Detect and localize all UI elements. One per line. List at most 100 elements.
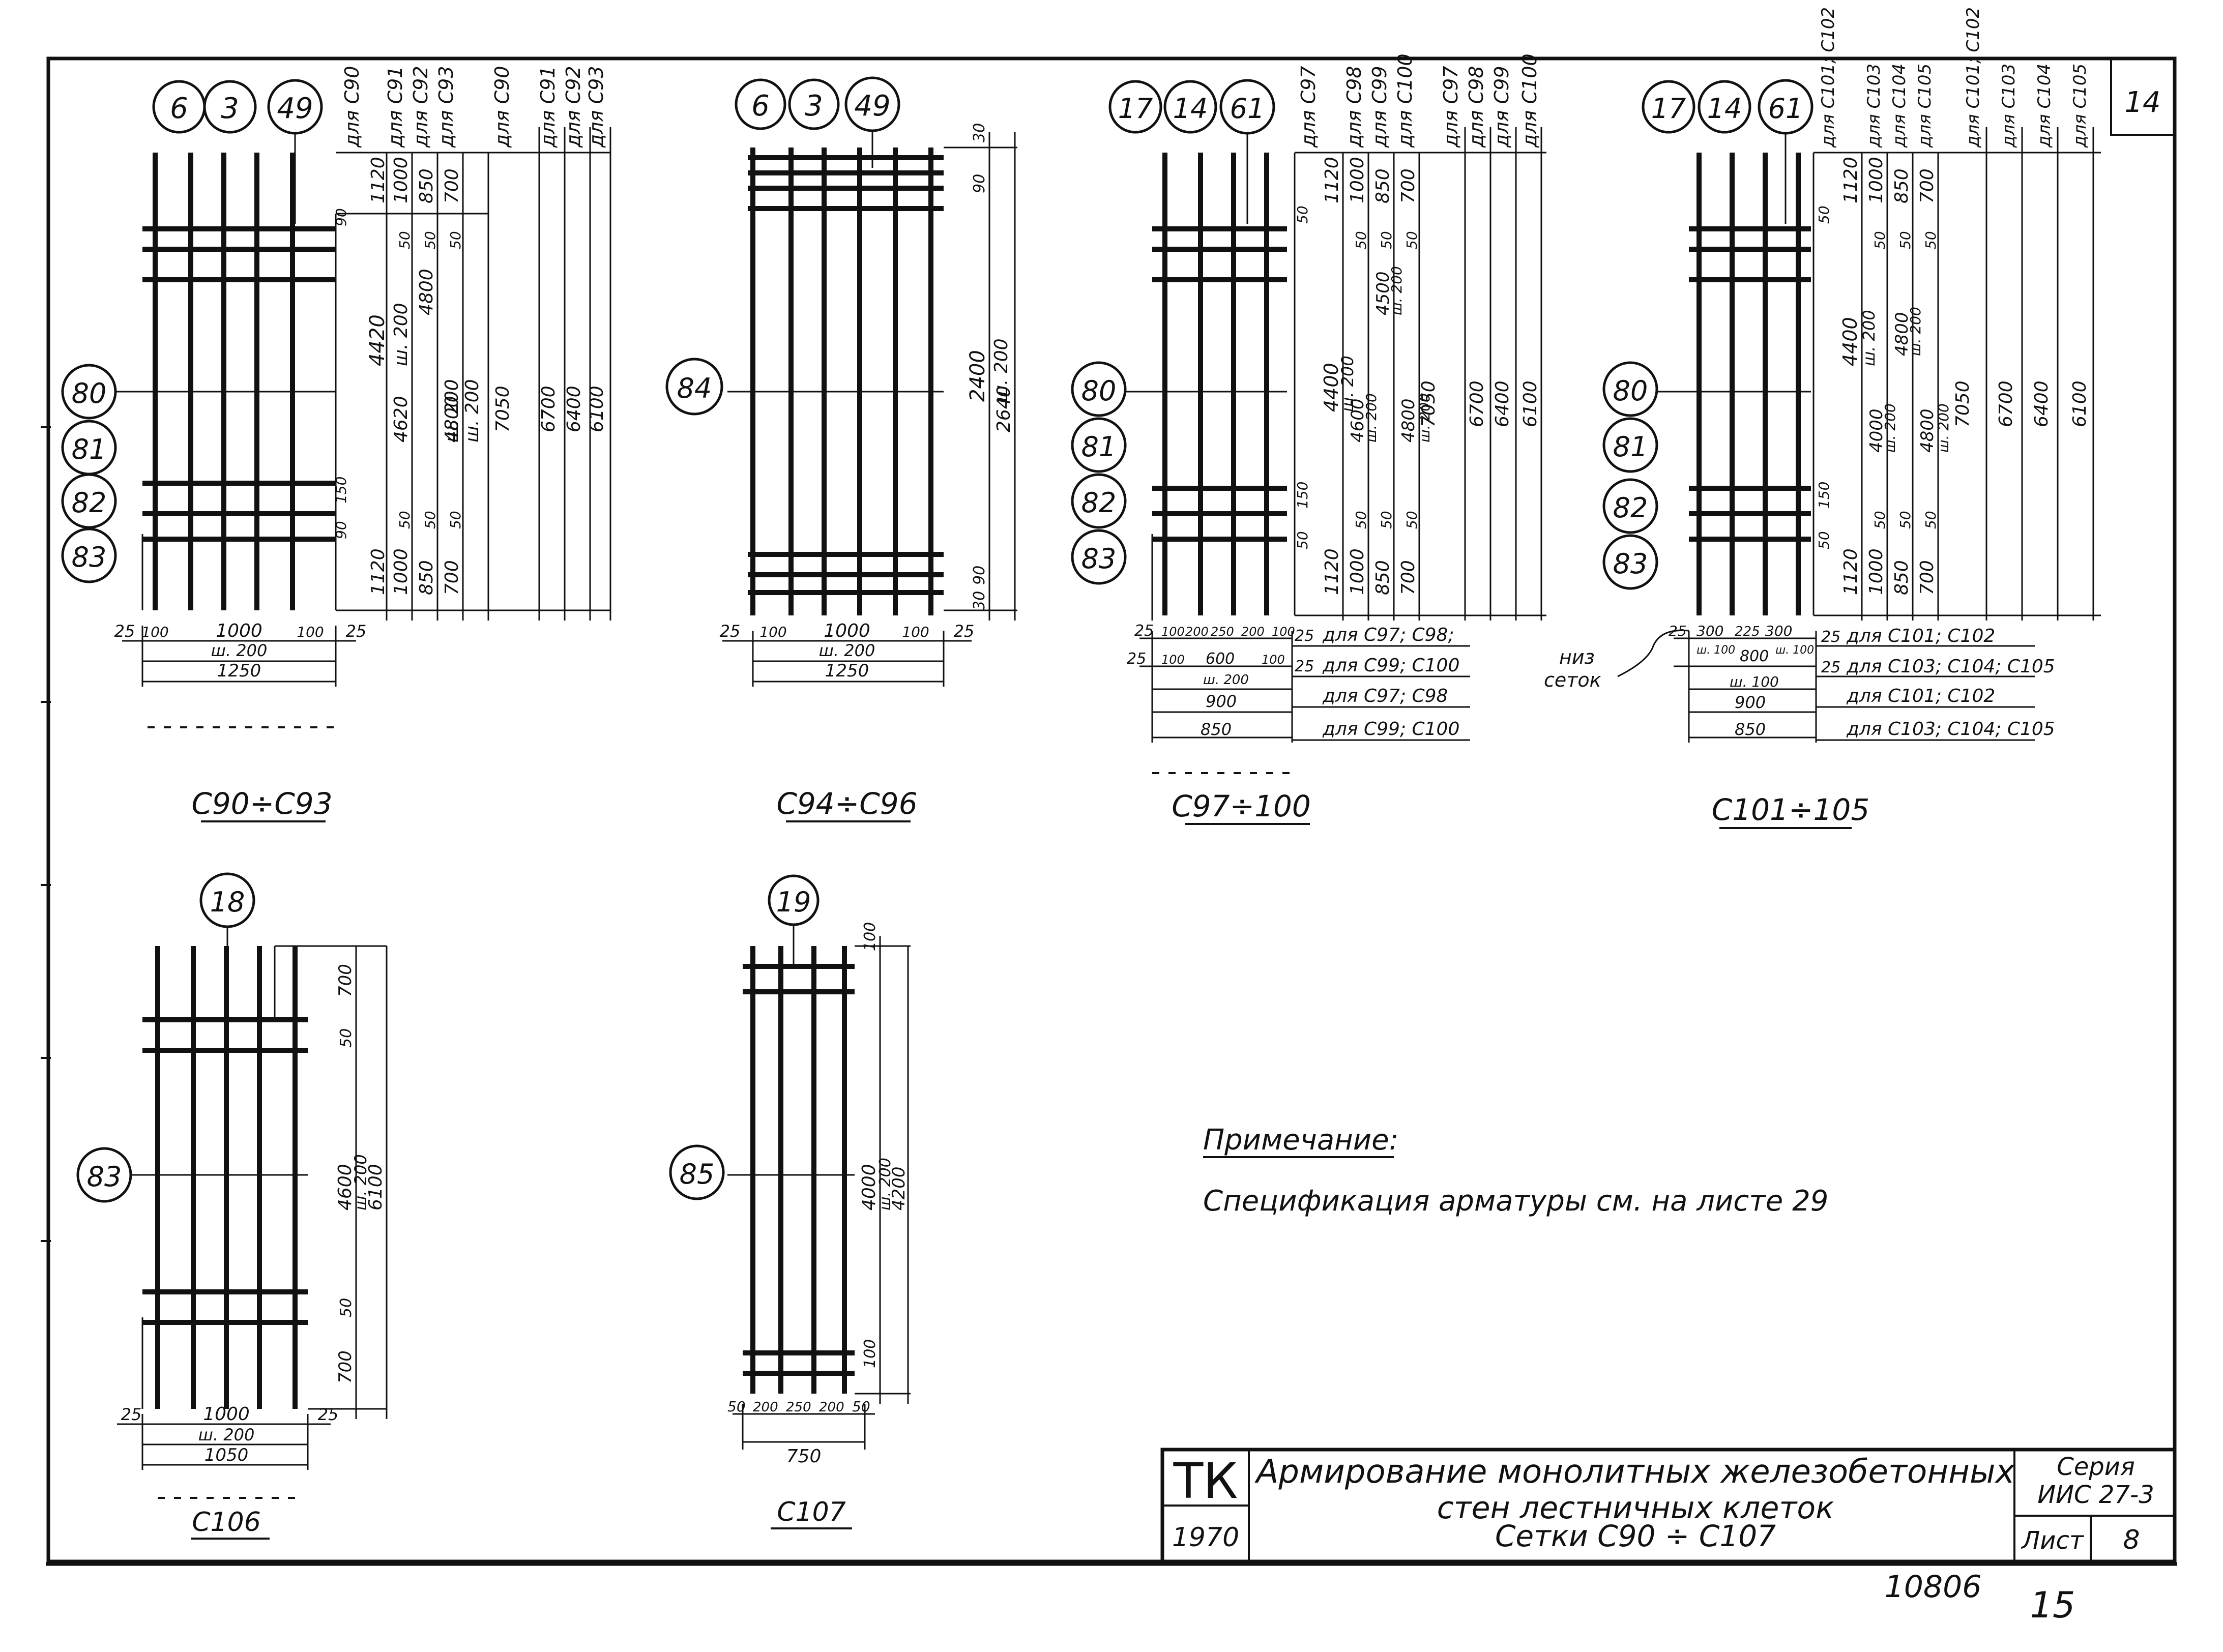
c106-mark-circle: 18 [199,872,255,1017]
c90-bar-label-81: 81 [61,420,117,476]
svg-text:25: 25 [1821,628,1840,646]
svg-text:81: 81 [1081,431,1117,463]
svg-text:1000: 1000 [391,157,412,203]
svg-text:150: 150 [1816,482,1832,509]
series-value: ИИС 27-3 [2037,1481,2154,1509]
svg-text:ш. 100: ш. 100 [1730,673,1779,690]
svg-text:100: 100 [297,624,324,640]
svg-text:82: 82 [1613,492,1648,524]
svg-text:100: 100 [759,624,786,640]
svg-text:для С99: для С99 [1368,66,1391,148]
c90-dimensions: 1120 4420 1120 90 150 90 1000 50 4620 ш.… [114,157,607,681]
c101-bar-label-81: 81 [1602,417,1658,473]
c106-dimensions: 700 50 4600 ш. 200 50 700 6100 25 1000 2… [121,964,386,1465]
svg-text:4620: 4620 [391,396,412,442]
svg-text:200: 200 [753,1400,778,1415]
svg-text:6700: 6700 [538,386,559,432]
c107-caption: С107 [771,1497,852,1529]
c107-dimensions: 100 4000 ш. 200 100 4200 50 200 250 200 … [727,922,909,1467]
svg-text:200: 200 [1185,625,1209,639]
svg-text:для С101; С102: для С101; С102 [1818,7,1838,148]
svg-text:7050: 7050 [1418,380,1439,427]
svg-text:4600: 4600 [335,1164,356,1211]
c90-bar-label-83: 83 [61,527,117,583]
title-line-3: Сетки С90 ÷ С107 [1495,1519,1776,1553]
svg-text:25: 25 [114,622,135,641]
svg-text:для С97: для С97 [1440,66,1462,148]
svg-text:для С105: для С105 [1915,64,1935,148]
svg-text:850: 850 [416,560,437,595]
svg-text:для С100: для С100 [1394,53,1416,148]
svg-text:18: 18 [210,886,245,918]
svg-text:1120: 1120 [368,548,389,595]
svg-text:30: 30 [971,123,988,142]
org-code: ТК [1173,1453,1238,1510]
setok-label: сеток [1544,669,1601,691]
svg-text:ш. 100: ш. 100 [1775,644,1814,657]
svg-text:2640: 2640 [993,386,1014,432]
svg-text:50: 50 [396,231,413,249]
svg-text:4000: 4000 [859,1164,880,1211]
svg-text:7050: 7050 [1952,380,1973,427]
svg-text:ш. 200: ш. 200 [876,1158,894,1211]
svg-text:100: 100 [902,624,929,640]
svg-text:4600: 4600 [1348,398,1368,442]
svg-text:81: 81 [1613,431,1648,463]
svg-text:4800: 4800 [416,269,437,315]
svg-text:для С97; С98: для С97; С98 [1322,686,1448,706]
svg-text:25: 25 [1295,658,1314,675]
svg-text:600: 600 [1206,650,1235,668]
c101-column-headers: для С101; С102 для С103 для С104 для С10… [1818,7,2090,148]
svg-text:100: 100 [1262,653,1285,667]
c106-bar-label-83: 83 [76,1147,132,1203]
svg-text:для С91: для С91 [537,66,559,148]
mesh-c97-c100 [1109,127,1546,774]
svg-text:700: 700 [442,560,462,595]
svg-text:50: 50 [1897,511,1914,529]
c90-caption: С90÷С93 [191,786,333,822]
svg-text:25: 25 [1821,659,1840,676]
c94-mark-circle-2: 3 [788,78,840,130]
svg-text:ш. 200: ш. 200 [1388,266,1405,315]
svg-text:1000: 1000 [1347,548,1368,595]
svg-text:50: 50 [1922,511,1939,529]
svg-text:50: 50 [1378,231,1395,249]
svg-text:для С104: для С104 [2034,64,2055,148]
c90-mark-circle-1: 6 [152,80,206,134]
svg-text:14: 14 [1707,93,1742,125]
c97-dimensions: 1120 4400 ш. 200 1120 50 150 50 1000 50 … [1127,157,1541,740]
c101-bar-label-83: 83 [1602,534,1658,590]
svg-text:для С103: для С103 [1864,64,1884,148]
svg-text:50: 50 [422,511,438,529]
svg-text:для С98: для С98 [1465,66,1487,148]
svg-text:850: 850 [1372,560,1393,595]
svg-text:С97÷100: С97÷100 [1172,789,1311,823]
svg-text:50: 50 [396,511,413,529]
archive-number: 10806 [1885,1569,1982,1605]
c94-mark-circle-1: 6 [735,78,786,130]
svg-text:85: 85 [680,1158,715,1190]
svg-text:1250: 1250 [825,661,869,681]
svg-text:для С90: для С90 [491,66,513,148]
svg-text:С94÷С96: С94÷С96 [776,786,917,821]
svg-text:ш. 200: ш. 200 [819,641,875,660]
svg-text:4400: 4400 [1839,317,1861,366]
svg-text:700: 700 [1398,560,1419,595]
svg-text:4800: 4800 [1917,408,1938,453]
svg-text:С101÷105: С101÷105 [1712,792,1870,827]
svg-text:ш. 100: ш. 100 [1696,644,1735,657]
svg-text:6100: 6100 [587,386,607,432]
svg-text:6: 6 [751,90,770,123]
svg-text:ш. 200: ш. 200 [1416,393,1433,442]
note-text: Спецификация арматуры см. на листе 29 [1203,1185,1828,1218]
svg-text:850: 850 [416,168,437,203]
svg-text:100: 100 [861,922,879,951]
svg-text:700: 700 [335,1350,356,1383]
year: 1970 [1172,1522,1239,1553]
svg-text:1000: 1000 [1866,157,1887,203]
svg-text:50: 50 [1816,531,1832,549]
svg-text:900: 900 [1206,692,1237,711]
title-line-2: стен лестничных клеток [1437,1490,1834,1526]
svg-text:200: 200 [819,1400,844,1415]
